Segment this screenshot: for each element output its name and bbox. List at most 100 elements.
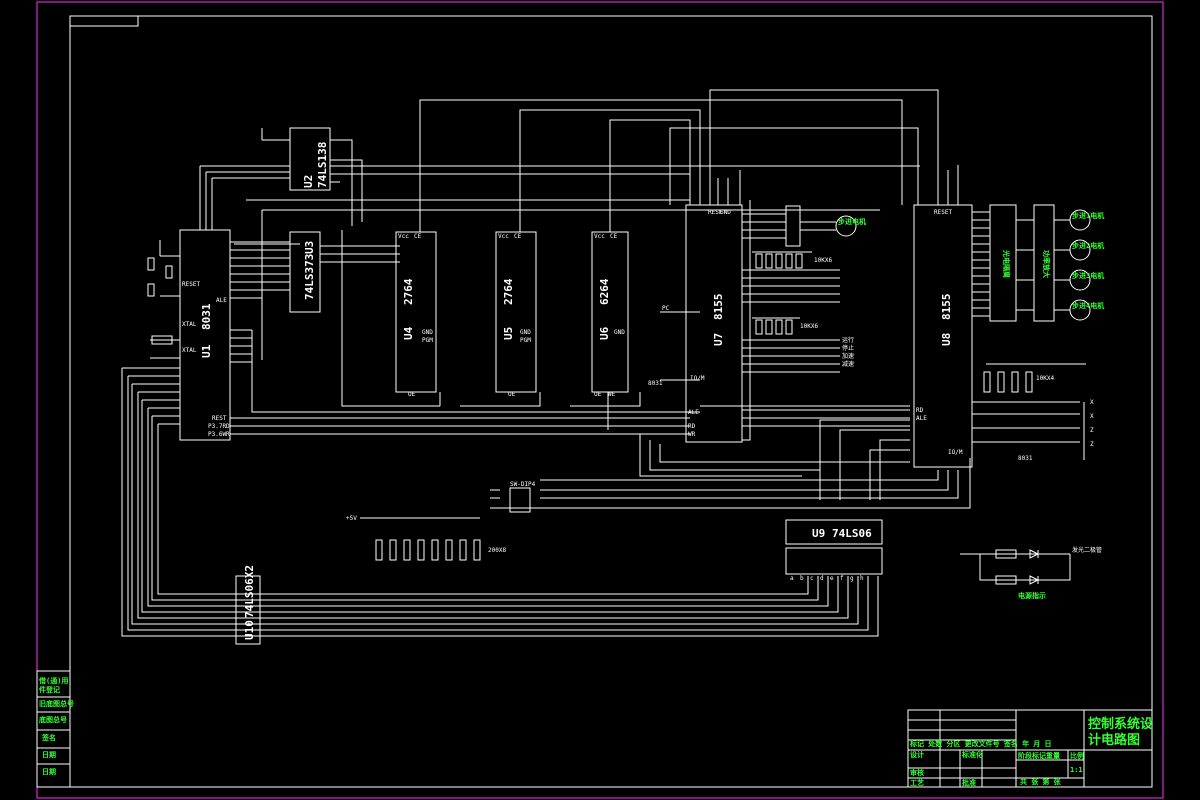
title-block-stage: 阶段标记	[1018, 751, 1046, 760]
svg-text:f: f	[840, 575, 844, 582]
u8-cs-8031: 8031	[1018, 455, 1033, 462]
u8-part: 8155	[940, 294, 953, 321]
u1-port-lines	[121, 367, 879, 637]
svg-text:SW-DIP4: SW-DIP4	[510, 481, 536, 488]
signal-accel: 加速	[842, 352, 854, 360]
chip-u8: 8155 U8 RESET RD ALE IO/M 8031	[838, 204, 1104, 468]
stepper-motor-2: 步进2电机	[1069, 239, 1104, 261]
title-block-approve: 批准	[962, 778, 976, 787]
strip-label-6: 日期	[42, 750, 56, 759]
svg-text:步进电机: 步进电机	[838, 217, 866, 226]
limit-z2: Z	[1090, 441, 1094, 448]
u9-ref: U9	[812, 527, 825, 540]
u7-reset: RESET	[708, 209, 726, 216]
chip-u1: 8031 U1 RESET XTAL XTAL ALE REST P3.7RD …	[147, 229, 290, 441]
svg-text:c: c	[810, 575, 814, 582]
svg-text:e: e	[830, 575, 834, 582]
u1-xtal1-pin: XTAL	[182, 321, 197, 328]
u4-pgm: PGM	[422, 337, 433, 344]
u10-ref: U10	[243, 620, 256, 640]
title-block-weight: 重量	[1046, 751, 1060, 760]
u4-gnd: GND	[422, 329, 433, 336]
svg-text:步进2电机: 步进2电机	[1072, 241, 1104, 250]
u9-part: 74LS06	[832, 527, 872, 540]
u2-part: 74LS138	[316, 142, 329, 188]
u6-we: WE	[608, 391, 616, 398]
limit-x2: X	[1090, 413, 1094, 420]
drawing-title-line1: 控制系统设	[1088, 716, 1154, 732]
u1-wr-pin: P3.6WR	[208, 431, 230, 438]
signal-run: 运行	[842, 336, 854, 344]
u5-gnd: GND	[520, 329, 531, 336]
u7-gnd: GND	[720, 209, 731, 216]
u6-ref: U6	[598, 326, 611, 340]
limit-switches: 10KX4 X X Z Z	[972, 363, 1094, 460]
power-amp-block	[1033, 204, 1055, 322]
chip-u2: U2 74LS138	[289, 127, 331, 191]
chip-u6: 6264 U6 GND OE WE CE Vcc	[591, 231, 629, 398]
strip-label-3: 旧底图总号	[39, 699, 74, 708]
strip-label-4: 底图总号	[39, 715, 67, 724]
u4-vcc: Vcc	[398, 233, 409, 240]
u8-adm: IO/M	[948, 449, 963, 456]
u1-ale-pin: ALE	[216, 297, 227, 304]
u7-adm: IO/M	[690, 375, 705, 382]
bus-wiring	[230, 89, 971, 519]
u1-rest-pin: REST	[212, 415, 227, 422]
resistor-10kx6-b: 10KX6	[800, 323, 818, 330]
u6-gnd: GND	[614, 329, 625, 336]
left-revision-strip: 借(通)用 件登记 旧底图总号 底图总号 签名 日期 日期	[36, 670, 74, 788]
stepper-motor-5: 步进电机	[838, 217, 866, 226]
u8-ale: ALE	[916, 415, 927, 422]
svg-text:g: g	[850, 575, 854, 582]
svg-text:+5V: +5V	[346, 515, 357, 522]
u6-part: 6264	[598, 278, 611, 305]
u10-part: 74LS06X2	[243, 565, 256, 618]
stepper-motor-4: 步进4电机	[1069, 299, 1104, 321]
u6-vcc: Vcc	[594, 233, 605, 240]
title-block-standard: 标准化	[961, 750, 983, 759]
u6-ce: CE	[610, 233, 618, 240]
title-block-row1: 标记 处数 分区 更改文件号 签名 年 月 日	[909, 739, 1052, 748]
chip-u3: 74LS373 U3	[289, 231, 321, 313]
title-block-review: 审核	[910, 768, 924, 777]
u4-oe: OE	[408, 391, 416, 398]
u7-ale: ALE	[688, 409, 699, 416]
display-segment-labels: a b c d e f g h	[790, 575, 864, 582]
svg-text:步进4电机: 步进4电机	[1072, 301, 1104, 310]
title-block-design: 设计	[910, 750, 924, 759]
sheet-border	[36, 1, 1164, 799]
u5-part: 2764	[502, 278, 515, 305]
u4-ref: U4	[402, 326, 415, 340]
u4-ce: CE	[414, 233, 422, 240]
u5-ref: U5	[502, 327, 515, 340]
u7-ref: U7	[712, 333, 725, 346]
svg-text:b: b	[800, 575, 804, 582]
signal-decel: 减速	[842, 360, 854, 368]
svg-text:a: a	[790, 575, 794, 582]
u7-part: 8155	[712, 294, 725, 321]
drawing-frame	[69, 15, 1153, 788]
u5-ce: CE	[514, 233, 522, 240]
power-indicator-label: 电源指示	[1018, 591, 1046, 600]
signal-stop: 停止	[842, 344, 854, 352]
resistor-10kx4: 10KX4	[1036, 375, 1054, 382]
title-block-process: 工艺	[910, 778, 924, 787]
limit-z1: Z	[1090, 427, 1094, 434]
u3-ref: U3	[303, 241, 316, 254]
resistor-pack-200x8: 200X8 +5V	[346, 515, 506, 561]
power-led-circuit: 发光二极管 电源指示	[960, 546, 1102, 600]
strip-label-5: 签名	[41, 733, 56, 742]
stepper-motor-1: 步进1电机	[1069, 209, 1104, 231]
title-block-sheet: 共 张 第 张	[1020, 777, 1062, 786]
decoder-lines	[199, 128, 920, 230]
chip-u4: 2764 U4 GND PGM OE CE Vcc	[395, 231, 437, 398]
drawing-title-line2: 计电路图	[1088, 732, 1140, 748]
dip-switch: SW-DIP4	[509, 481, 536, 513]
svg-text:步进3电机: 步进3电机	[1072, 271, 1104, 280]
u1-xtal2-pin: XTAL	[182, 347, 197, 354]
title-block: 标记 处数 分区 更改文件号 签名 年 月 日 设计 标准化 审核 工艺 批准 …	[907, 709, 1154, 788]
u1-rd-pin: P3.7RD	[208, 423, 230, 430]
optocoupler-label: 光电隔离	[1002, 249, 1011, 278]
